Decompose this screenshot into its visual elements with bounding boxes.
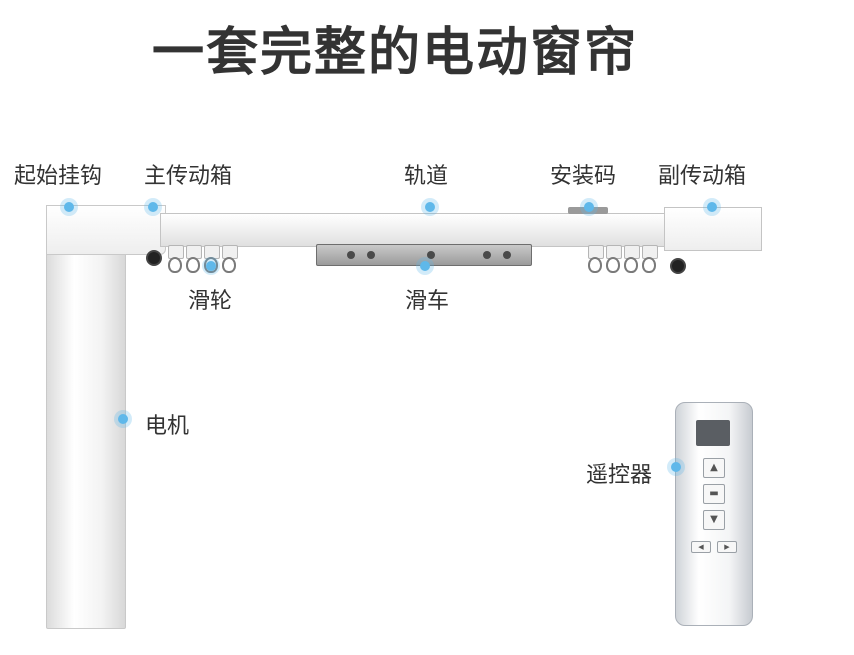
pulley-ring [186,257,200,273]
marker-remote [671,462,681,472]
remote-stop-button[interactable]: ▬ [703,484,725,504]
pulley-ring [222,257,236,273]
label-track: 轨道 [404,164,449,189]
marker-secondary-gearbox [707,202,717,212]
label-pulley: 滑轮 [188,289,233,314]
label-carriage: 滑车 [405,289,450,314]
label-main-gearbox: 主传动箱 [144,164,233,189]
carriage-hole [483,251,491,259]
carriage-hole [367,251,375,259]
remote-right-button[interactable]: ▶ [717,541,737,553]
marker-main-gearbox [148,202,158,212]
page-title: 一套完整的电动窗帘 [151,23,638,83]
motor-head [46,205,166,255]
remote-screen [696,420,730,446]
end-hook-icon [670,258,686,274]
pulley-ring [168,257,182,273]
label-secondary-gearbox: 副传动箱 [658,164,747,189]
start-hook-icon [146,250,162,266]
marker-mounting-code [584,202,594,212]
remote-left-button[interactable]: ◀ [691,541,711,553]
carriage-hole [427,251,435,259]
motor-body [46,205,126,629]
pulley-ring [606,257,620,273]
marker-pulley [206,261,216,271]
carriage-hole [347,251,355,259]
remote-up-button[interactable]: ▲ [703,458,725,478]
pulley-ring [588,257,602,273]
label-remote: 遥控器 [586,463,653,488]
label-start-hook: 起始挂钩 [14,164,103,189]
marker-start-hook [64,202,74,212]
marker-motor [118,414,128,424]
label-mounting-code: 安装码 [550,164,617,189]
carriage-hole [503,251,511,259]
marker-carriage [420,261,430,271]
track-rail [160,213,672,247]
label-motor: 电机 [145,414,190,439]
pulley-ring [624,257,638,273]
secondary-gearbox-box [664,207,762,251]
remote-down-button[interactable]: ▼ [703,510,725,530]
marker-track [425,202,435,212]
pulley-ring [642,257,656,273]
